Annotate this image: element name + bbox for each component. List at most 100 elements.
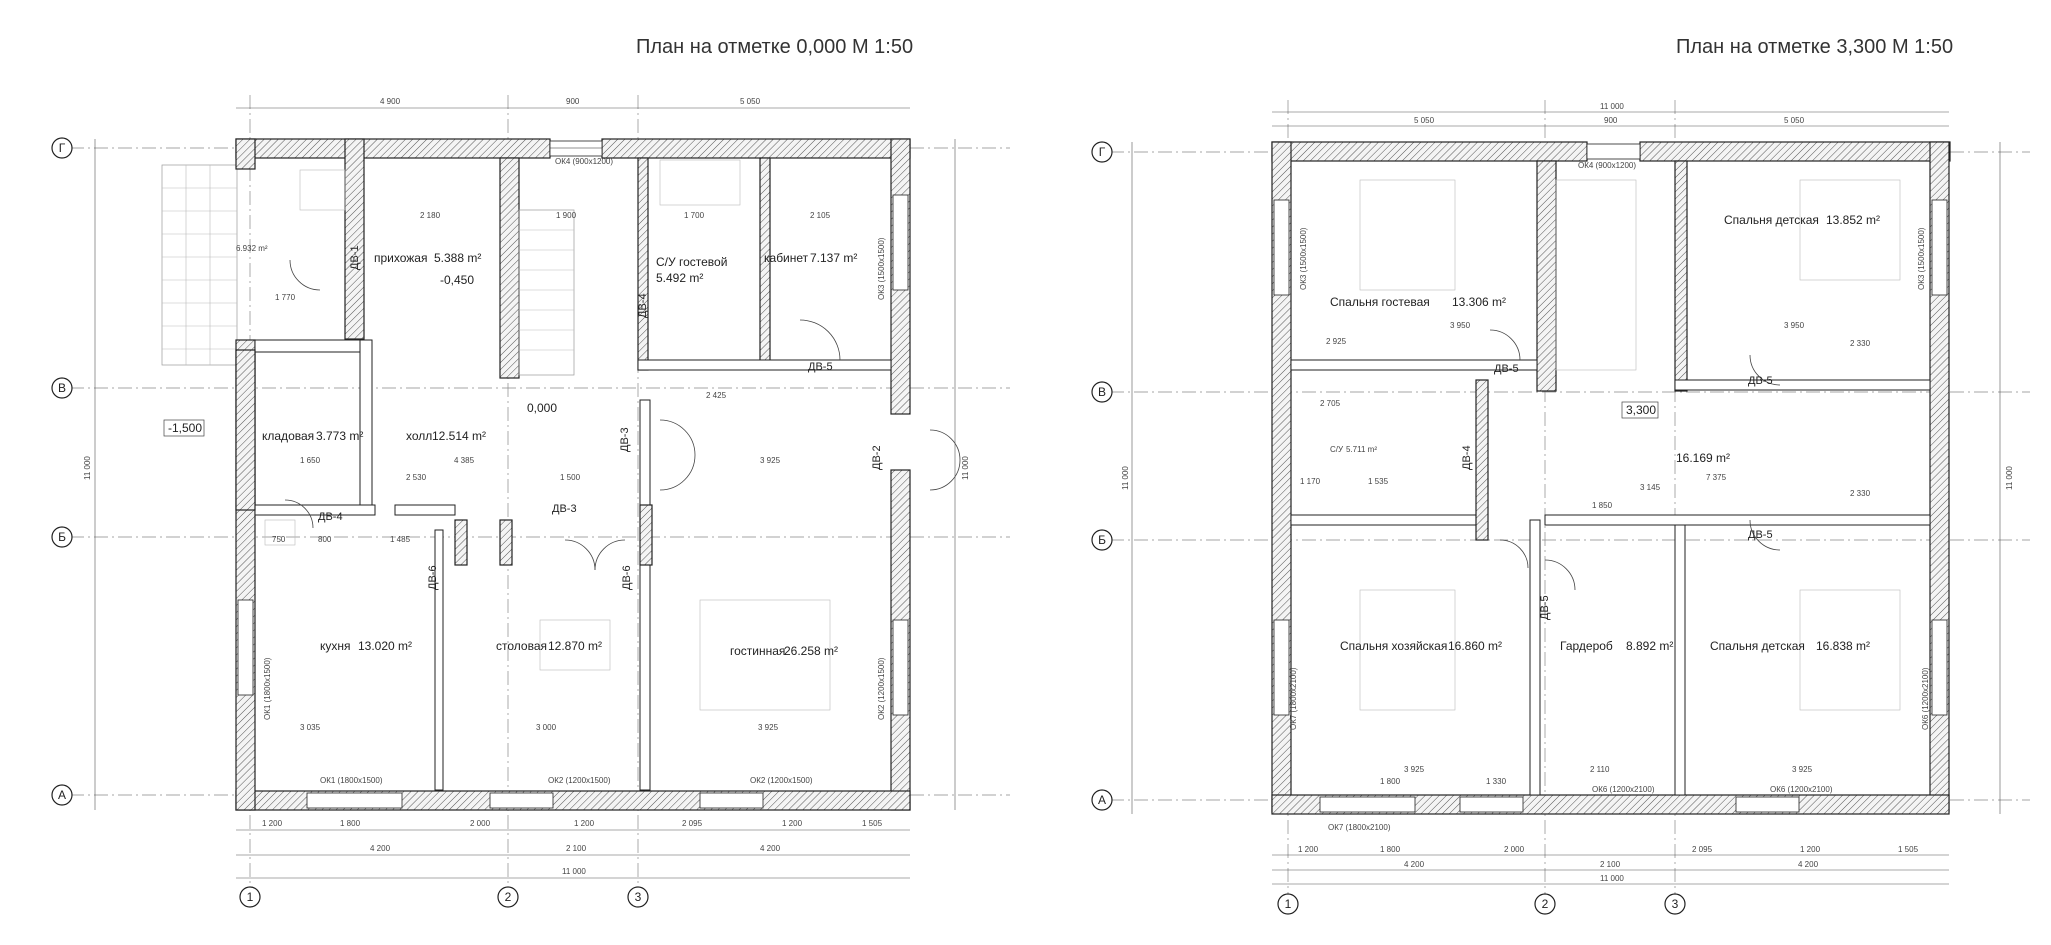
room-area: 8.892 m² [1626,639,1673,653]
room-name: прихожая [374,251,427,265]
dim-label: 4 200 [1404,860,1425,869]
dim-label: 1 500 [560,473,581,482]
door-tag: ДВ-4 [637,293,649,318]
level-mark: 0,000 [527,401,557,415]
dim-label: 2 000 [470,819,491,828]
dim-label: 1 200 [782,819,803,828]
axis-label-3: 3 [1672,897,1679,911]
door-swings [1489,329,1781,591]
door-swings [284,259,961,571]
dim-label: 1 330 [1486,777,1507,786]
door-tag: ДВ-2 [871,445,883,470]
dim-label: 4 200 [370,844,391,853]
dim-label: 1 650 [300,456,321,465]
dim-label: 2 925 [1326,337,1347,346]
dim-label: 1 200 [574,819,595,828]
dim-label: 11 000 [961,456,970,480]
room-area: 5.492 m² [656,271,703,285]
plan-2: Г В Б А 1 2 3 [1091,100,2030,915]
dim-label: 2 000 [1504,845,1525,854]
room-area: 3.773 m² [316,429,363,443]
room-name: кабинет [764,251,809,265]
door-tag: ДВ-6 [427,565,439,590]
room-area: 16.838 m² [1816,639,1870,653]
dim-label: 11 000 [2005,466,2014,490]
window-tag: ОК3 (1500x1500) [1299,227,1308,290]
dim-label: 11 000 [1600,102,1624,111]
axis-label-1: 1 [1285,897,1292,911]
axis-bubble-2 [1534,893,1556,915]
level-mark: -0,450 [440,273,474,287]
dim-label: 1 850 [1592,501,1613,510]
room-area: 5.711 m² [1346,445,1377,454]
dim-label: 1 800 [340,819,361,828]
dim-label: 900 [566,97,580,106]
door-tag: ДВ-4 [318,511,343,523]
dim-label: 3 000 [536,723,557,732]
door-tag: ДВ-6 [621,565,633,590]
room-area: 5.388 m² [434,251,481,265]
dim-label: 1 170 [1300,477,1321,486]
axis-bubble-b [51,526,73,548]
window-tag: ОК6 (1200x2100) [1921,667,1930,730]
dim-label: 4 900 [380,97,401,106]
door-tag: ДВ-3 [552,503,577,515]
axis-bubble-3 [627,886,649,908]
furniture [1359,179,1901,711]
window-tag: ОК1 (1800x1500) [320,776,383,785]
dim-label: 1 800 [1380,845,1401,854]
room-area: 26.258 m² [784,644,838,658]
dim-label: 1 900 [556,211,577,220]
dimension-lines [94,107,956,879]
axis-label-v: В [58,381,66,395]
window-tag: ОК7 (1800x2100) [1289,667,1298,730]
dim-label: 3 035 [300,723,321,732]
dim-label: 7 375 [1706,473,1727,482]
door-tag: ДВ-5 [1748,529,1773,541]
windows [237,140,909,809]
dim-label: 4 385 [454,456,475,465]
axis-bubble-a [1091,789,1113,811]
window-tag: ОК6 (1200x2100) [1592,785,1655,794]
axis-label-v: В [1098,385,1106,399]
dim-label: 11 000 [1600,874,1624,883]
dim-label: 1 770 [275,293,296,302]
dim-label: 2 095 [1692,845,1713,854]
plan-2-title: План на отметке 3,300 М 1:50 [1676,36,1954,58]
window-tag: ОК1 (1800x1500) [263,657,272,720]
axis-label-2: 2 [1542,897,1549,911]
axis-bubble-a [51,784,73,806]
window-tag: ОК3 (1500x1500) [877,237,886,300]
room-name: Гардероб [1560,639,1613,653]
axis-label-g: Г [59,141,66,155]
dim-label: 1 505 [1898,845,1919,854]
plan-1: Г В Б А 1 2 3 6.932 m² [51,95,1010,908]
window-tag: ОК6 (1200x2100) [1770,785,1833,794]
porch-area: 6.932 m² [236,244,268,253]
axis-label-2: 2 [505,890,512,904]
axis-label-a: А [1098,793,1106,807]
axis-label-3: 3 [635,890,642,904]
room-area: 7.137 m² [810,251,857,265]
room-area: 13.852 m² [1826,213,1880,227]
door-tag: ДВ-5 [808,361,833,373]
dim-label: 5 050 [1784,116,1805,125]
dim-label: 1 700 [684,211,705,220]
axis-bubble-b [1091,529,1113,551]
furniture [264,159,831,711]
axis-bubble-3 [1664,893,1686,915]
room-name: столовая [496,639,547,653]
room-area: 16.860 m² [1448,639,1502,653]
axis-label-g: Г [1099,145,1106,159]
room-name: холл [406,429,432,443]
dim-label: 11 000 [562,867,586,876]
axis-label-1: 1 [247,890,254,904]
axis-bubble-1 [239,886,261,908]
dim-label: 5 050 [740,97,761,106]
dim-label: 3 145 [1640,483,1661,492]
level-mark: -1,500 [168,421,202,435]
plan-1-title: План на отметке 0,000 М 1:50 [636,36,914,58]
dim-label: 3 925 [758,723,779,732]
room-name: С/У гостевой [656,255,727,269]
